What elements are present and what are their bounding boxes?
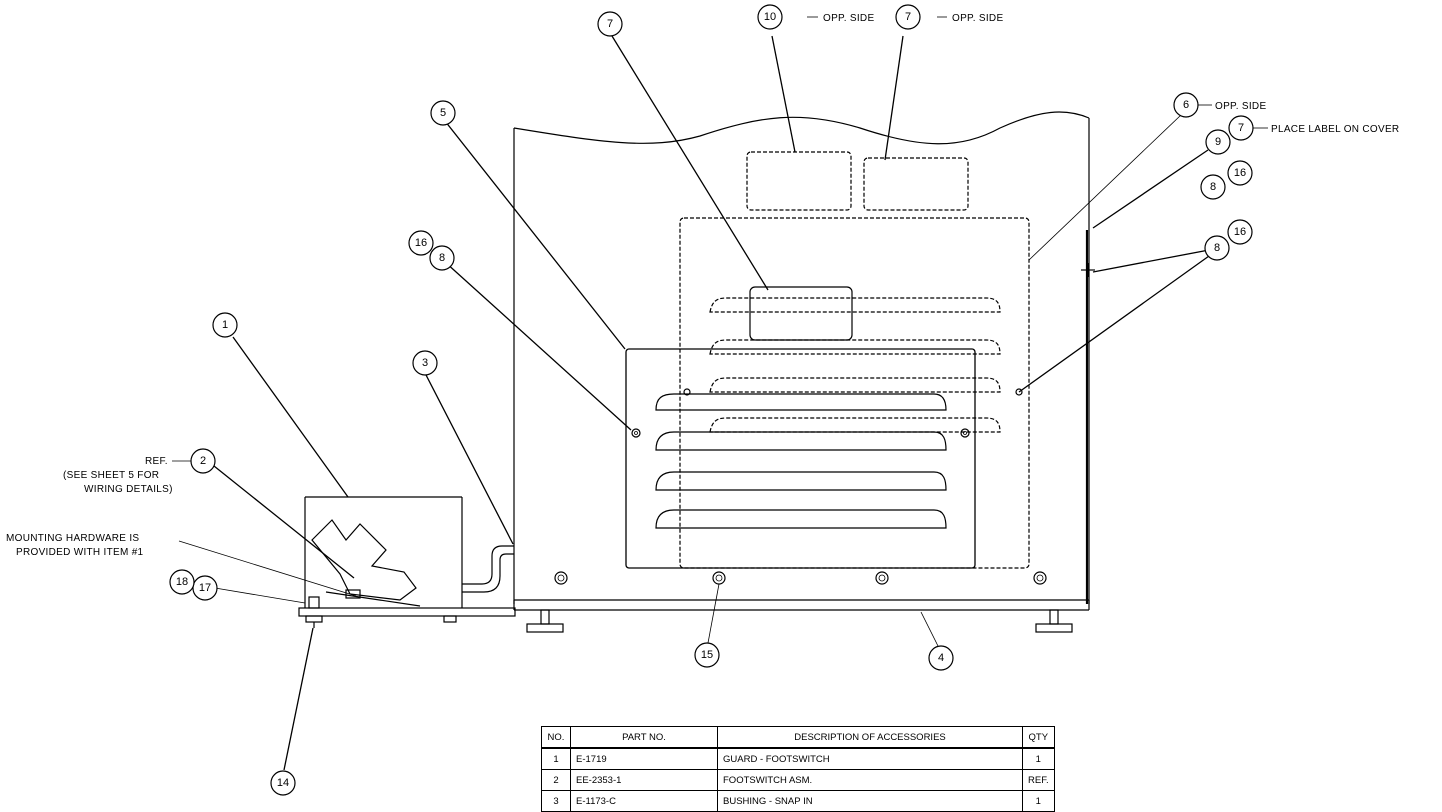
label-on-cover: [749, 286, 853, 341]
cell-qty: 1: [1022, 790, 1055, 812]
balloon-9: 9: [1205, 129, 1231, 155]
balloon-7-place-label: 7: [1228, 115, 1254, 141]
table-row: 3 E-1173-C BUSHING - SNAP IN 1: [541, 790, 1055, 812]
balloon-14: 14: [270, 770, 296, 796]
cell-qty: 1: [1022, 747, 1055, 770]
balloon-7-opp-side: 7: [895, 4, 921, 30]
note-see-sheet-line2: WIRING DETAILS): [84, 484, 173, 495]
balloon-15: 15: [694, 642, 720, 668]
col-header-description: DESCRIPTION OF ACCESSORIES: [717, 726, 1023, 749]
svg-text:7: 7: [607, 18, 613, 30]
balloon-5: 5: [430, 100, 456, 126]
bottom-fastener: [554, 571, 1047, 585]
balloon-3: 3: [412, 350, 438, 376]
note-opp-side-10: OPP. SIDE: [823, 13, 874, 24]
cabinet-body: [513, 111, 1095, 633]
col-header-part-no: PART NO.: [570, 726, 718, 749]
svg-text:14: 14: [277, 777, 289, 789]
cell-description: BUSHING - SNAP IN: [717, 790, 1023, 812]
opposite-side-louver-panel: [679, 217, 1030, 569]
svg-text:1: 1: [222, 319, 228, 331]
svg-text:3: 3: [422, 357, 428, 369]
footswitch-pedal: [311, 519, 421, 607]
svg-text:9: 9: [1215, 136, 1221, 148]
cell-no: 1: [541, 747, 571, 770]
svg-text:16: 16: [1234, 226, 1246, 238]
note-mounting-line2: PROVIDED WITH ITEM #1: [16, 547, 144, 558]
balloon-17: 17: [192, 575, 218, 601]
balloon-10: 10: [757, 4, 783, 30]
cabinet-foot-left: [526, 609, 564, 633]
cell-part-no: E-1173-C: [570, 790, 718, 812]
col-header-no: NO.: [541, 726, 571, 749]
svg-text:4: 4: [938, 652, 944, 664]
svg-text:7: 7: [905, 11, 911, 23]
label-area-10-opp-side: [746, 151, 852, 211]
cell-part-no: E-1719: [570, 747, 718, 770]
svg-text:15: 15: [701, 649, 713, 661]
balloon-1: 1: [212, 312, 238, 338]
svg-text:16: 16: [415, 237, 427, 249]
svg-text:8: 8: [1214, 242, 1220, 254]
side-screw: [1081, 263, 1095, 277]
cell-qty: REF.: [1022, 769, 1055, 791]
note-see-sheet-line1: (SEE SHEET 5 FOR: [63, 470, 159, 481]
front-louver-cover: [625, 348, 976, 569]
svg-text:17: 17: [199, 582, 211, 594]
svg-text:8: 8: [439, 252, 445, 264]
table-row: 1 E-1719 GUARD - FOOTSWITCH 1: [541, 747, 1055, 770]
svg-text:8: 8: [1210, 181, 1216, 193]
svg-text:6: 6: [1183, 99, 1189, 111]
note-opp-side-7: OPP. SIDE: [952, 13, 1003, 24]
svg-text:10: 10: [764, 11, 776, 23]
cell-part-no: EE-2353-1: [570, 769, 718, 791]
svg-text:2: 2: [200, 455, 206, 467]
note-place-label-on-cover: PLACE LABEL ON COVER: [1271, 124, 1399, 135]
footswitch-guard: [298, 496, 516, 623]
balloon-4: 4: [928, 645, 954, 671]
cell-no: 3: [541, 790, 571, 812]
cabinet-foot-right: [1035, 609, 1073, 633]
cell-description: FOOTSWITCH ASM.: [717, 769, 1023, 791]
parts-table-header: NO. PART NO. DESCRIPTION OF ACCESSORIES …: [541, 726, 1055, 749]
balloon-16-side-top: 16: [1227, 160, 1253, 186]
svg-text:18: 18: [176, 576, 188, 588]
svg-text:16: 16: [1234, 167, 1246, 179]
cell-no: 2: [541, 769, 571, 791]
balloon-8-side-top: 8: [1200, 174, 1226, 200]
table-row: 2 EE-2353-1 FOOTSWITCH ASM. REF.: [541, 769, 1055, 791]
note-mounting-line1: MOUNTING HARDWARE IS: [6, 533, 139, 544]
balloon-7-label: 7: [597, 11, 623, 37]
balloon-2: 2: [190, 448, 216, 474]
note-opp-side-6: OPP. SIDE: [1215, 101, 1266, 112]
balloon-8-side-bottom: 8: [1204, 235, 1230, 261]
note-ref: REF.: [145, 456, 168, 467]
label-area-7-opp-side: [863, 157, 969, 211]
balloon-6: 6: [1173, 92, 1199, 118]
leader-lines: [172, 16, 1268, 771]
col-header-qty: QTY: [1022, 726, 1055, 749]
parts-table: NO. PART NO. DESCRIPTION OF ACCESSORIES …: [541, 726, 1055, 812]
svg-text:5: 5: [440, 107, 446, 119]
svg-text:7: 7: [1238, 122, 1244, 134]
balloon-16-left: 16: [408, 230, 434, 256]
mounting-bolt: [305, 596, 323, 628]
balloon-16-side-bottom: 16: [1227, 219, 1253, 245]
cell-description: GUARD - FOOTSWITCH: [717, 747, 1023, 770]
balloon-8-left: 8: [429, 245, 455, 271]
balloon-18: 18: [169, 569, 195, 595]
